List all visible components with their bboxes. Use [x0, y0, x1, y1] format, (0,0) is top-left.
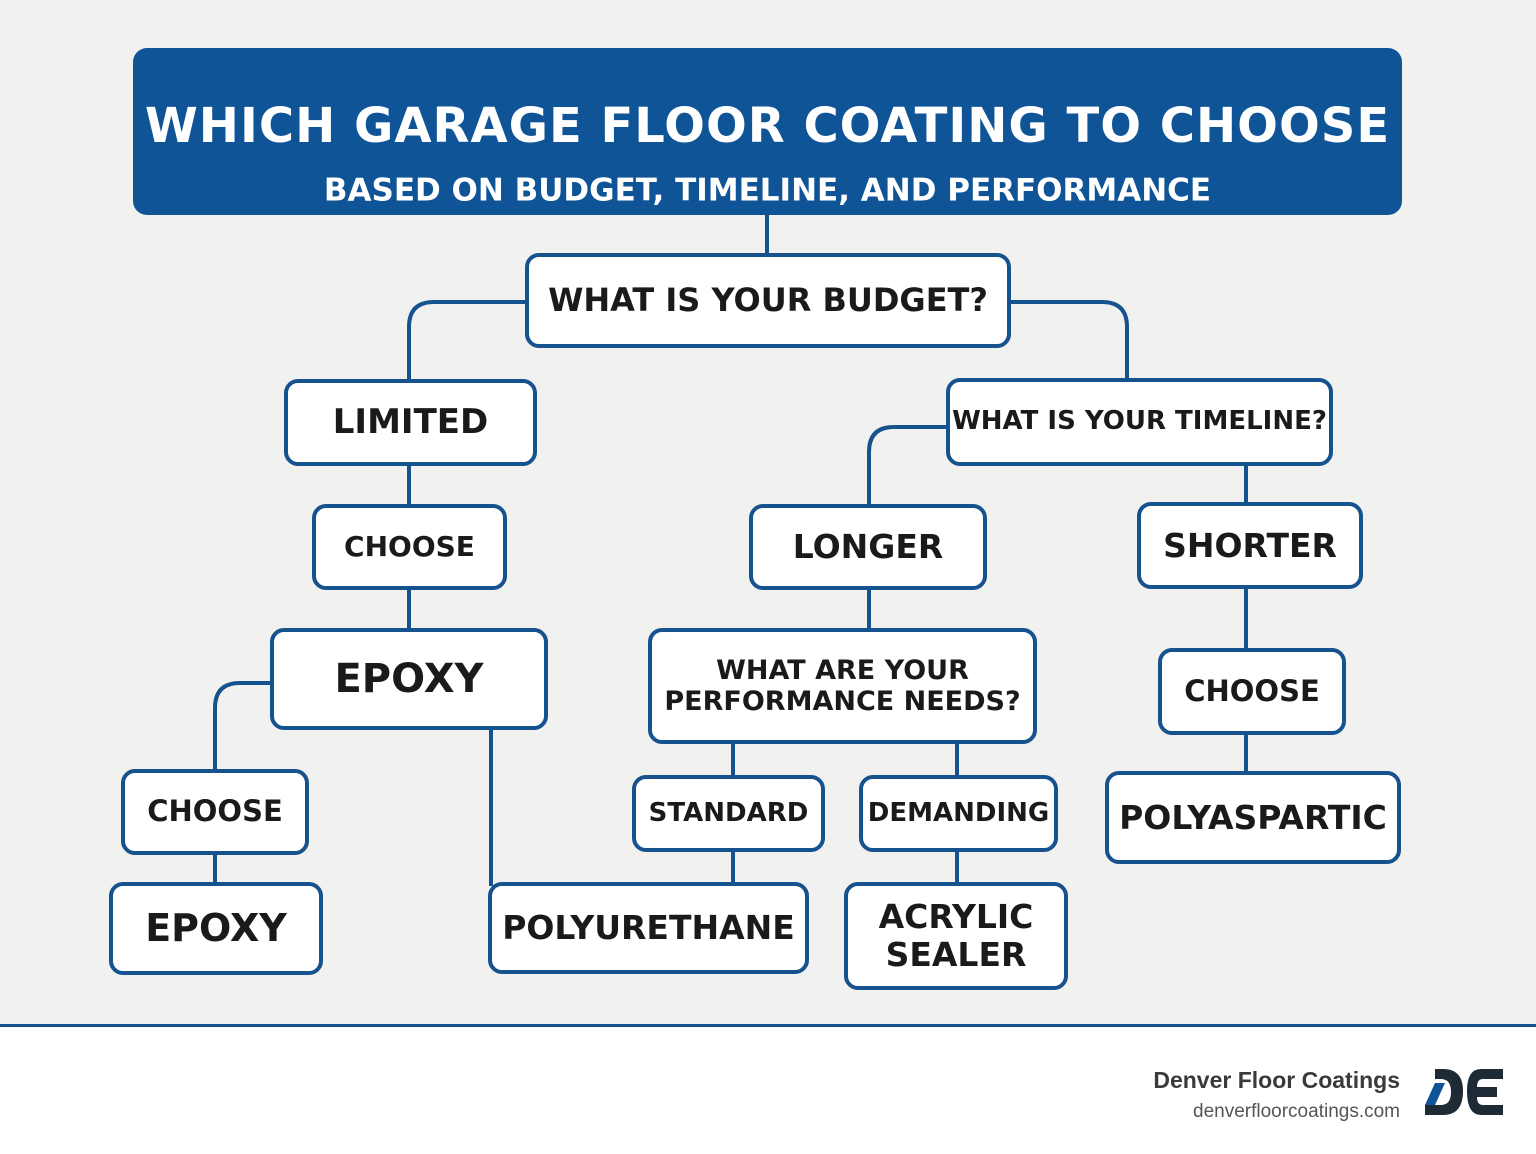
- epoxy-main-node: EPOXY: [270, 628, 548, 730]
- shorter-node: SHORTER: [1137, 502, 1363, 589]
- limited-node: LIMITED: [284, 379, 537, 466]
- connector-timeline-longer: [867, 425, 948, 506]
- standard-node: STANDARD: [632, 775, 825, 852]
- performance-question-node: WHAT ARE YOUR PERFORMANCE NEEDS?: [648, 628, 1037, 744]
- epoxy-final-node: EPOXY: [109, 882, 323, 975]
- acrylic-sealer-node: ACRYLIC SEALER: [844, 882, 1068, 990]
- footer-bar: Denver Floor Coatings denverfloorcoating…: [0, 1024, 1536, 1154]
- company-logo-icon: [1425, 1069, 1503, 1115]
- polyaspartic-node: POLYASPARTIC: [1105, 771, 1401, 864]
- acrylic-line1: ACRYLIC: [878, 897, 1034, 937]
- diagram-subtitle: BASED ON BUDGET, TIMELINE, AND PERFORMAN…: [323, 172, 1212, 209]
- timeline-question-node: WHAT IS YOUR TIMELINE?: [946, 378, 1333, 466]
- choose-limited-node: CHOOSE: [312, 504, 507, 590]
- title-banner: WHICH GARAGE FLOOR COATING TO CHOOSE BAS…: [133, 48, 1402, 215]
- diagram-title: WHICH GARAGE FLOOR COATING TO CHOOSE: [144, 98, 1391, 154]
- connector-budget-timeline: [1009, 300, 1129, 381]
- budget-question-node: WHAT IS YOUR BUDGET?: [525, 253, 1011, 348]
- brand-name: Denver Floor Coatings: [1153, 1067, 1400, 1093]
- choose-shorter-node: CHOOSE: [1158, 648, 1346, 735]
- connector-budget-limited: [407, 300, 527, 381]
- brand-url: denverfloorcoatings.com: [1193, 1101, 1400, 1122]
- demanding-node: DEMANDING: [859, 775, 1058, 852]
- polyurethane-node: POLYURETHANE: [488, 882, 809, 974]
- choose-epoxy-node: CHOOSE: [121, 769, 309, 855]
- performance-question-line1: WHAT ARE YOUR: [716, 654, 969, 686]
- performance-question-line2: PERFORMANCE NEEDS?: [664, 686, 1021, 717]
- longer-node: LONGER: [749, 504, 987, 590]
- acrylic-line2: SEALER: [885, 935, 1027, 974]
- connector-epoxy-choose: [213, 681, 272, 771]
